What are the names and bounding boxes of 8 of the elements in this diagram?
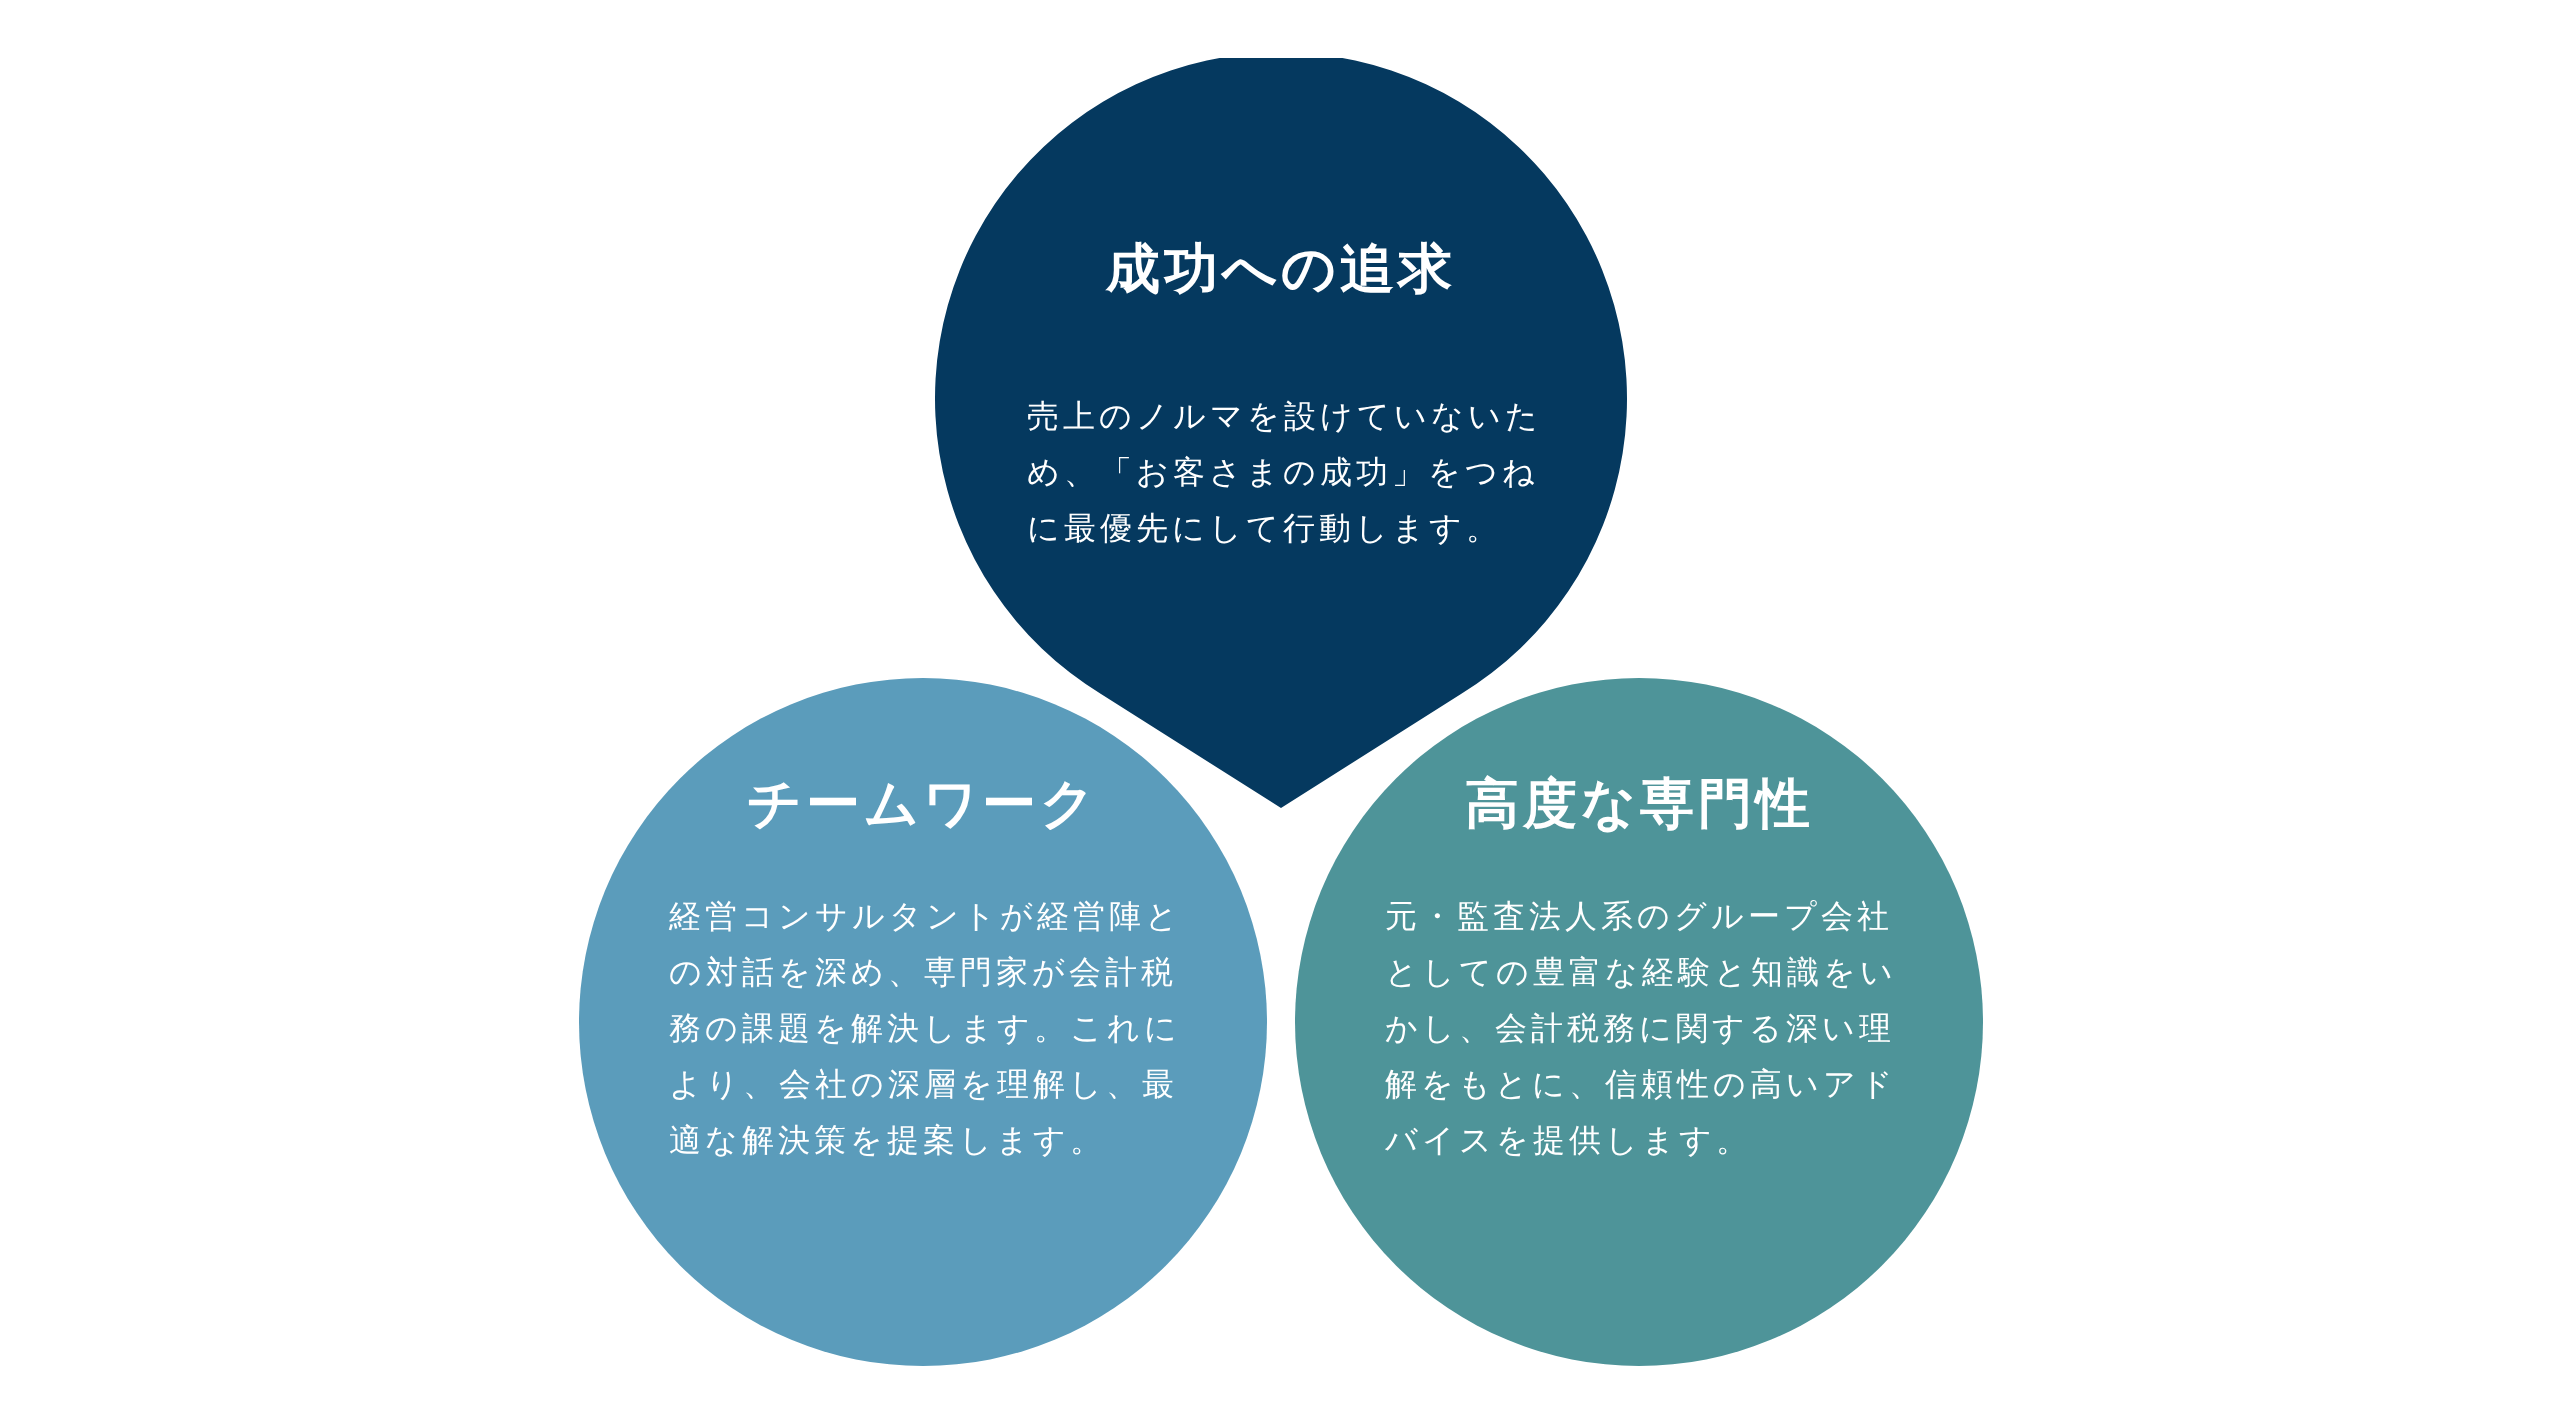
circle-description: 元・監査法人系のグループ会社としての豊富な経験と知識をいかし、会計税務に関する深い理解をもとに、信頼性の高いアドバイスを提供します。 <box>1385 896 1898 1161</box>
circle-description: 売上のノルマを設けていないため、「お客さまの成功」をつねに最優先にして行動します。 <box>1027 396 1543 549</box>
circle-shape <box>1295 678 1983 1366</box>
circle-shape <box>579 678 1267 1366</box>
circle-heading: チームワーク <box>746 771 1100 837</box>
circle-description: 経営コンサルタントが経営陣との対話を深め、専門家が会計税務の課題を解決します。これにより、会社の深層を理解し、最適な解決策を提案します。 <box>669 896 1183 1161</box>
circle-heading: 成功への追求 <box>1105 236 1457 302</box>
circle-heading: 高度な専門性 <box>1463 771 1815 837</box>
